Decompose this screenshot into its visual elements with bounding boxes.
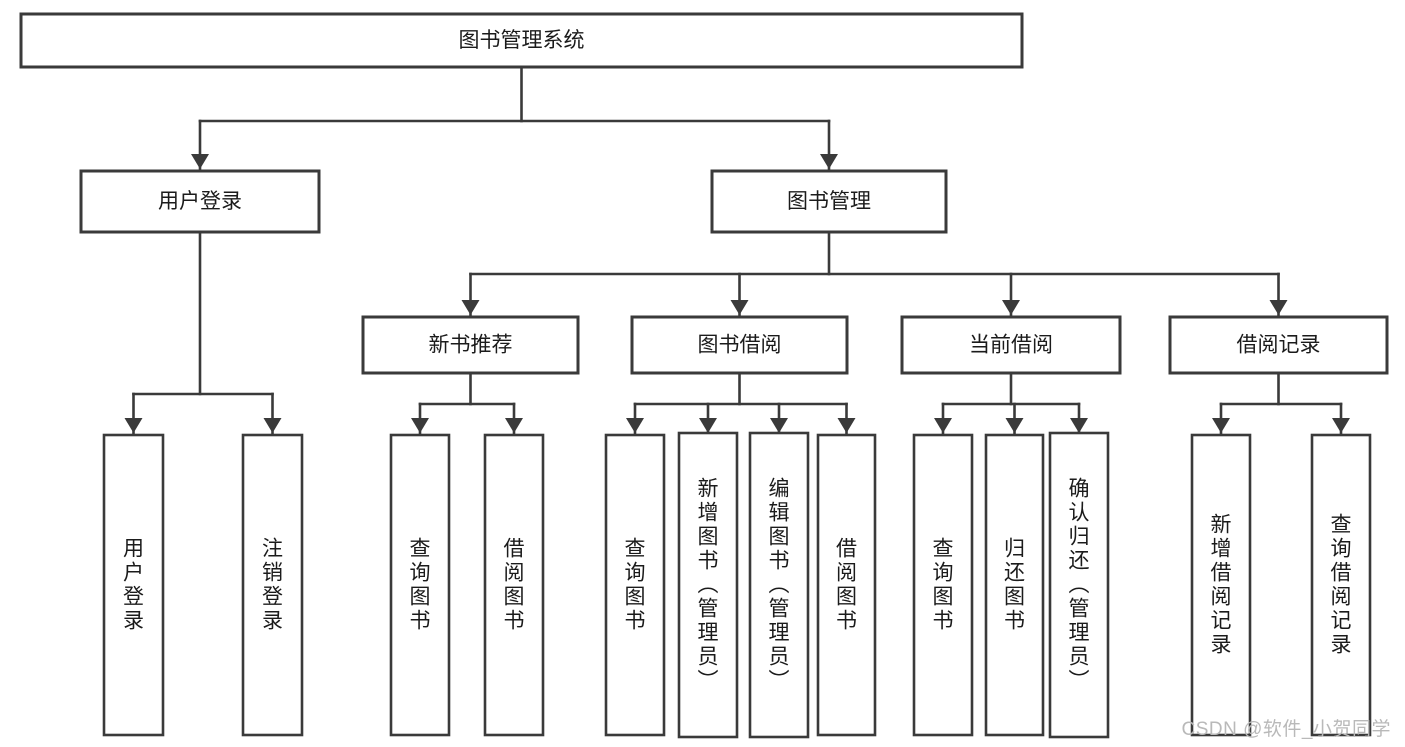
arrow-head-icon xyxy=(626,418,644,433)
leaf-node-12[interactable]: 新增借阅记录 xyxy=(1190,433,1252,737)
level2-node-1-label: 用户登录 xyxy=(158,190,242,213)
level2-node-2-box xyxy=(710,169,948,234)
arrow-head-icon xyxy=(411,418,429,433)
leaf-node-11-box xyxy=(1048,431,1110,739)
leaf-node-12-box xyxy=(1190,433,1252,737)
leaf-node-3-box xyxy=(389,433,451,737)
level3-node-2-box xyxy=(630,315,849,375)
arrow-head-icon xyxy=(1269,300,1288,315)
arrow-head-icon xyxy=(1070,418,1088,433)
leaf-node-8-label: 借阅图书 xyxy=(836,538,857,633)
leaf-node-13-box xyxy=(1310,433,1372,737)
level3-node-1-box xyxy=(361,315,580,375)
leaf-node-2-box xyxy=(241,433,304,737)
leaf-node-12-label: 新增借阅记录 xyxy=(1211,514,1232,657)
arrow-head-icon xyxy=(1002,300,1020,315)
leaf-node-6[interactable]: 新增图书︵管理员︶ xyxy=(677,431,739,739)
leaf-node-3-label: 查询图书 xyxy=(410,538,431,633)
arrow-head-icon xyxy=(770,418,788,433)
level3-node-3[interactable]: 当前借阅 xyxy=(900,315,1122,375)
arrow-head-icon xyxy=(505,418,523,433)
arrow-head-icon xyxy=(1005,418,1024,433)
leaf-node-3[interactable]: 查询图书 xyxy=(389,433,451,737)
arrow-head-icon xyxy=(1212,418,1230,433)
level3-node-4-label: 借阅记录 xyxy=(1237,334,1321,357)
leaf-node-9-box xyxy=(912,433,974,737)
leaf-node-7-label: 编辑图书︵管理员︶ xyxy=(769,478,790,693)
level3-node-2-label: 图书借阅 xyxy=(698,334,782,357)
level3-node-1-label: 新书推荐 xyxy=(429,334,513,357)
leaf-node-10[interactable]: 归还图书 xyxy=(984,433,1045,737)
arrow-head-icon xyxy=(1332,418,1350,433)
leaf-node-1-box xyxy=(102,433,165,737)
leaf-node-10-box xyxy=(984,433,1045,737)
leaf-node-8[interactable]: 借阅图书 xyxy=(816,433,877,737)
arrow-head-icon xyxy=(730,300,749,315)
leaf-node-8-box xyxy=(816,433,877,737)
leaf-node-1[interactable]: 用户登录 xyxy=(102,433,165,737)
leaf-node-5-box xyxy=(604,433,666,737)
level2-node-2[interactable]: 图书管理 xyxy=(710,169,948,234)
root-node-book-management-system[interactable]: 图书管理系统 xyxy=(19,12,1024,69)
leaf-node-9[interactable]: 查询图书 xyxy=(912,433,974,737)
level3-node-4-box xyxy=(1168,315,1389,375)
leaf-node-7[interactable]: 编辑图书︵管理员︶ xyxy=(748,431,810,739)
level3-node-1[interactable]: 新书推荐 xyxy=(361,315,580,375)
leaf-node-11[interactable]: 确认归还︵管理员︶ xyxy=(1048,431,1110,739)
node-boxes-layer: 图书管理系统用户登录图书管理新书推荐图书借阅当前借阅借阅记录用户登录注销登录查询… xyxy=(19,12,1389,739)
arrow-head-icon xyxy=(461,300,480,315)
level3-node-3-box xyxy=(900,315,1122,375)
arrow-head-icon xyxy=(837,418,856,433)
leaf-node-11-label: 确认归还︵管理员︶ xyxy=(1069,478,1090,693)
arrow-head-icon xyxy=(124,418,143,433)
leaf-node-10-label: 归还图书 xyxy=(1004,538,1025,633)
leaf-node-2-label: 注销登录 xyxy=(262,538,283,633)
leaf-node-6-label: 新增图书︵管理员︶ xyxy=(698,478,719,693)
arrow-head-icon xyxy=(934,418,952,433)
level3-node-3-label: 当前借阅 xyxy=(969,334,1053,357)
level3-node-2[interactable]: 图书借阅 xyxy=(630,315,849,375)
leaf-node-13[interactable]: 查询借阅记录 xyxy=(1310,433,1372,737)
leaf-node-1-label: 用户登录 xyxy=(123,538,144,633)
root-node-book-management-system-box xyxy=(19,12,1024,69)
level3-node-4[interactable]: 借阅记录 xyxy=(1168,315,1389,375)
leaf-node-5[interactable]: 查询图书 xyxy=(604,433,666,737)
leaf-node-7-box xyxy=(748,431,810,739)
arrow-head-icon xyxy=(263,418,282,433)
leaf-node-5-label: 查询图书 xyxy=(625,538,646,633)
arrow-head-icon xyxy=(820,154,838,169)
leaf-node-4-label: 借阅图书 xyxy=(504,538,525,633)
arrow-head-icon xyxy=(699,418,717,433)
arrow-head-icon xyxy=(191,154,209,169)
leaf-node-4-box xyxy=(483,433,545,737)
root-node-book-management-system-label: 图书管理系统 xyxy=(459,29,585,52)
connector-lines-layer xyxy=(124,65,1350,435)
level2-node-1[interactable]: 用户登录 xyxy=(79,169,321,234)
leaf-node-6-box xyxy=(677,431,739,739)
level2-node-1-box xyxy=(79,169,321,234)
leaf-node-13-label: 查询借阅记录 xyxy=(1331,514,1352,657)
leaf-node-2[interactable]: 注销登录 xyxy=(241,433,304,737)
leaf-node-4[interactable]: 借阅图书 xyxy=(483,433,545,737)
leaf-node-9-label: 查询图书 xyxy=(933,538,954,633)
level2-node-2-label: 图书管理 xyxy=(787,190,871,213)
